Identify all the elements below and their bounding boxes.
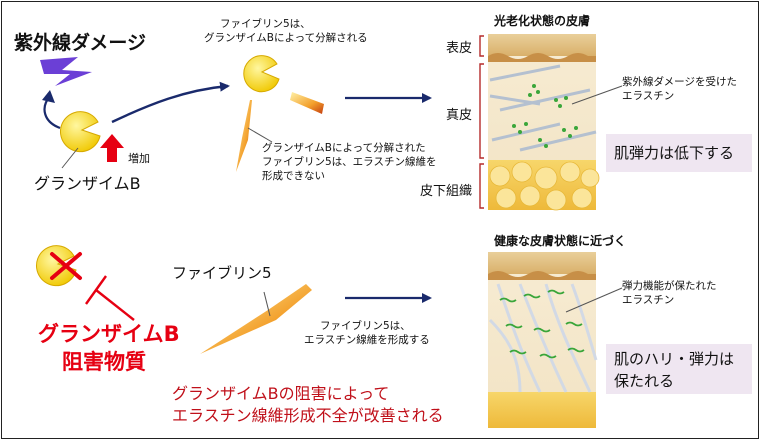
skin-crosssection-healthy [488, 252, 598, 428]
fibulin-label: ファイブリン5 [172, 264, 272, 282]
increase-label: 増加 [128, 152, 150, 165]
layer-dermis-label: 真皮 [446, 108, 473, 123]
uv-damage-title: 紫外線ダメージ [14, 32, 147, 54]
damaged-elastin-text-1: 紫外線ダメージを受けた [622, 76, 737, 88]
fibulin-forms-text-2: エラスチン線維を形成する [304, 334, 430, 346]
fibulin-forms-text-1: ファイブリン5は、 [320, 320, 411, 332]
fibulin-cannot-text-2: ファイブリン5は、エラスチン線維を [262, 156, 437, 168]
layer-subcutis-label: 皮下組織 [420, 184, 473, 199]
pacman-enzyme-icon [59, 111, 101, 153]
result-text-bottom-2: 保たれる [614, 372, 675, 390]
fibulin-cannot-text-1: グランザイムBによって分解された [262, 142, 426, 154]
layer-epidermis-label: 表皮 [446, 41, 473, 56]
result-text-bottom-1: 肌のハリ・弾力は [614, 350, 735, 368]
t-bar-icon [85, 275, 135, 321]
improve-text-2: エラスチン線維形成不全が改善される [172, 406, 444, 425]
layer-bracket [479, 35, 484, 209]
kept-elastin-text-1: 弾力機能が保たれた [622, 280, 717, 292]
result-callout-top [606, 134, 752, 172]
kept-elastin-text-2: エラスチン [622, 294, 675, 306]
fibulin-fragment-shape [236, 92, 324, 172]
inhibitor-label-2: 阻害物質 [62, 350, 146, 374]
pacman-enzyme-icon [243, 55, 280, 93]
result-callout-bottom [606, 344, 752, 394]
improve-text-1: グランザイムBの阻害によって [172, 384, 390, 403]
granzyme-label: グランザイムB [34, 174, 141, 193]
fibulin-cannot-text-3: 形成できない [262, 170, 325, 182]
result-text-top: 肌弾力は低下する [614, 144, 735, 162]
fibulin-cleaved-text-1: ファイブリン5は、 [220, 18, 311, 30]
fibulin-cleaved-text-2: グランザイムBによって分解される [204, 32, 368, 44]
lightning-icon [40, 57, 92, 86]
inhibit-x-icon [35, 245, 82, 287]
inhibitor-label-1: グランザイムB [38, 322, 180, 346]
skin-crosssection-aged [488, 34, 600, 211]
fibulin-full-shape [200, 284, 312, 354]
damaged-elastin-text-2: エラスチン [622, 90, 675, 102]
aged-skin-title: 光老化状態の皮膚 [494, 14, 591, 28]
healthy-skin-title: 健康な皮膚状態に近づく [494, 234, 627, 248]
up-arrow-icon [100, 134, 124, 162]
cycle-arrow-icon [42, 90, 61, 130]
